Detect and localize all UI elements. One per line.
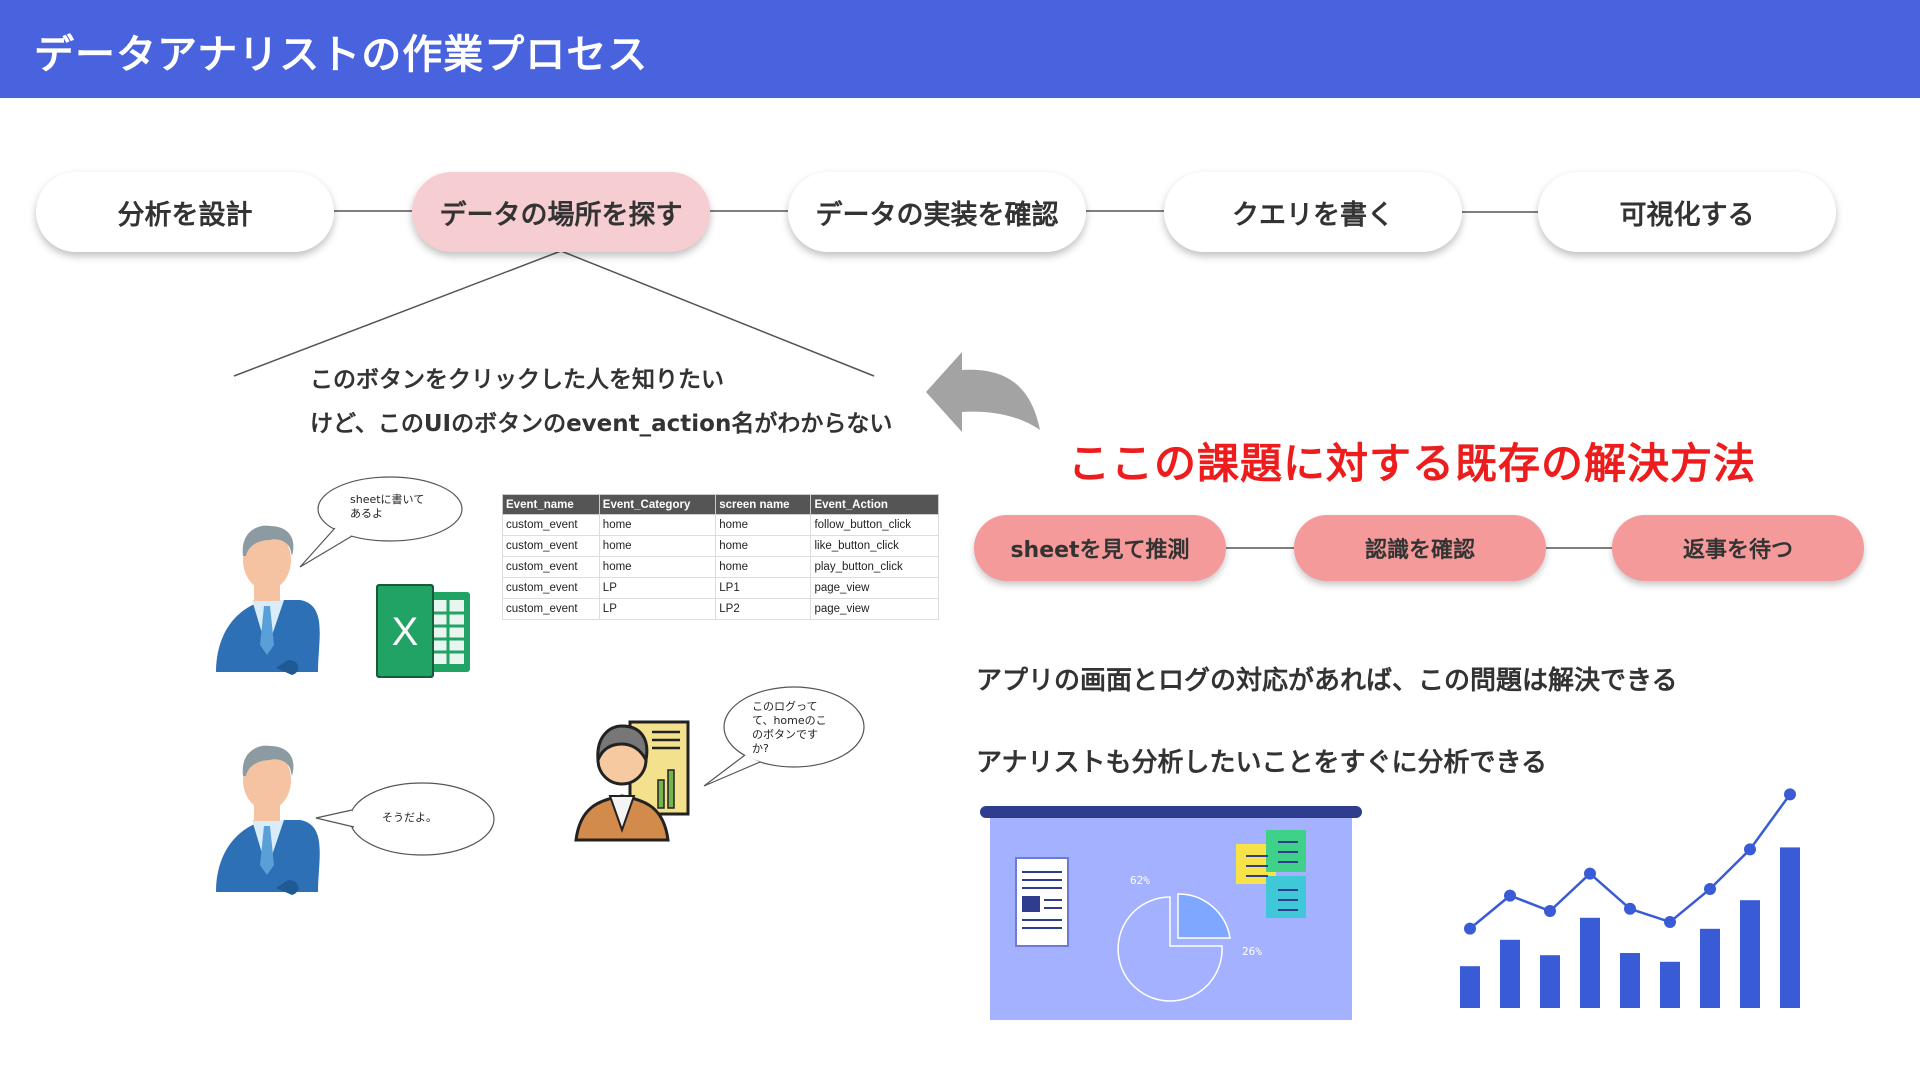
problem-note-line2: けど、このUIのボタンのevent_action名がわからない: [310, 411, 893, 437]
chart-bar: [1460, 966, 1480, 1008]
table-header-cell: screen name: [715, 494, 812, 515]
table-header-cell: Event_Action: [810, 494, 939, 515]
step-label: クエリを書く: [1232, 199, 1394, 231]
bubble-sheet-text: sheetに書いて あるよ: [350, 493, 425, 520]
bubble-reply-text: そうだよ。: [382, 811, 437, 824]
analyst-avatar-icon: [216, 745, 320, 895]
chart-bar: [1700, 928, 1720, 1008]
solution-step-wait: 返事を待つ: [1612, 515, 1864, 581]
chart-bar: [1540, 955, 1560, 1008]
chart-point: [1664, 916, 1676, 928]
header-bar: データアナリストの作業プロセス: [0, 0, 1920, 98]
chart-point: [1784, 788, 1796, 801]
chart-bar: [1620, 953, 1640, 1008]
chart-point: [1544, 905, 1556, 917]
chart-bar: [1740, 900, 1760, 1008]
speech-bubble-reply: [315, 782, 495, 856]
table-row: custom_event home home follow_button_cli…: [502, 514, 939, 536]
pie-label: 62%: [1130, 874, 1150, 887]
table-row: custom_event LP LP2 page_view: [502, 598, 939, 620]
solution-step-label: 返事を待つ: [1682, 538, 1793, 563]
step-visualize: 可視化する: [1538, 172, 1836, 252]
table-cell: LP: [598, 598, 717, 620]
speech-bubble-engineer: [703, 686, 865, 787]
event-table: Event_name Event_Category screen name Ev…: [502, 494, 939, 620]
svg-text:X: X: [392, 610, 419, 654]
step-check-implementation: データの実装を確認: [788, 172, 1086, 252]
chart-point: [1504, 889, 1516, 902]
pie-chart-icon: [1117, 893, 1231, 1002]
table-cell: like_button_click: [810, 535, 939, 557]
table-cell: follow_button_click: [810, 514, 939, 536]
table-cell: custom_event: [502, 556, 600, 578]
table-cell: page_view: [810, 598, 939, 620]
solution-step-guess: sheetを見て推測: [974, 515, 1226, 581]
chart-bar: [1780, 847, 1800, 1008]
table-cell: home: [715, 514, 812, 536]
excel-icon: X: [376, 584, 470, 678]
statement-solution: アプリの画面とログの対応があれば、この問題は解決できる: [976, 666, 1678, 696]
problem-note-line1: このボタンをクリックした人を知りたい: [310, 367, 724, 393]
chart-point: [1704, 883, 1716, 895]
step-label: 分析を設計: [117, 199, 253, 231]
step-label: データの実装を確認: [815, 199, 1059, 231]
speech-bubble-sheet: [299, 476, 463, 568]
pie-label: 26%: [1242, 945, 1262, 958]
statement-benefit: アナリストも分析したいことをすぐに分析できる: [976, 748, 1547, 778]
chart-point: [1624, 902, 1636, 915]
table-header-cell: Event_Category: [598, 494, 717, 515]
table-cell: LP2: [715, 598, 812, 620]
step-design-analysis: 分析を設計: [36, 172, 334, 252]
step-find-data: データの場所を探す: [412, 172, 710, 252]
engineer-avatar-icon: [574, 720, 690, 842]
bubble-engineer-text: このログって て、homeのこ のボタンです か?: [752, 700, 827, 755]
solution-step-label: sheetを見て推測: [1010, 538, 1190, 563]
solution-step-label: 認識を確認: [1364, 538, 1475, 563]
step-label: データの場所を探す: [439, 199, 683, 231]
chart-bar: [1580, 917, 1600, 1008]
chart-bar: [1660, 961, 1680, 1008]
analyst-avatar-icon: [216, 525, 320, 675]
step-write-query: クエリを書く: [1164, 172, 1462, 252]
chart-bar: [1500, 939, 1520, 1008]
chart-point: [1744, 843, 1756, 856]
table-cell: home: [598, 556, 717, 578]
solution-headline: ここの課題に対する既存の解決方法: [1068, 439, 1757, 488]
solution-step-confirm: 認識を確認: [1294, 515, 1546, 581]
table-cell: page_view: [810, 577, 939, 599]
table-row: custom_event home home like_button_click: [502, 535, 939, 557]
sticky-note-icon: [1236, 830, 1306, 918]
table-row: custom_event LP LP1 page_view: [502, 577, 939, 599]
table-cell: home: [598, 535, 717, 557]
table-cell: custom_event: [502, 598, 600, 620]
document-icon: [1015, 857, 1069, 947]
chart-point: [1584, 867, 1596, 880]
chart-point: [1464, 922, 1476, 935]
page-title: データアナリストの作業プロセス: [34, 32, 649, 78]
step-label: 可視化する: [1619, 199, 1755, 231]
table-header-row: Event_name Event_Category screen name Ev…: [502, 494, 939, 515]
